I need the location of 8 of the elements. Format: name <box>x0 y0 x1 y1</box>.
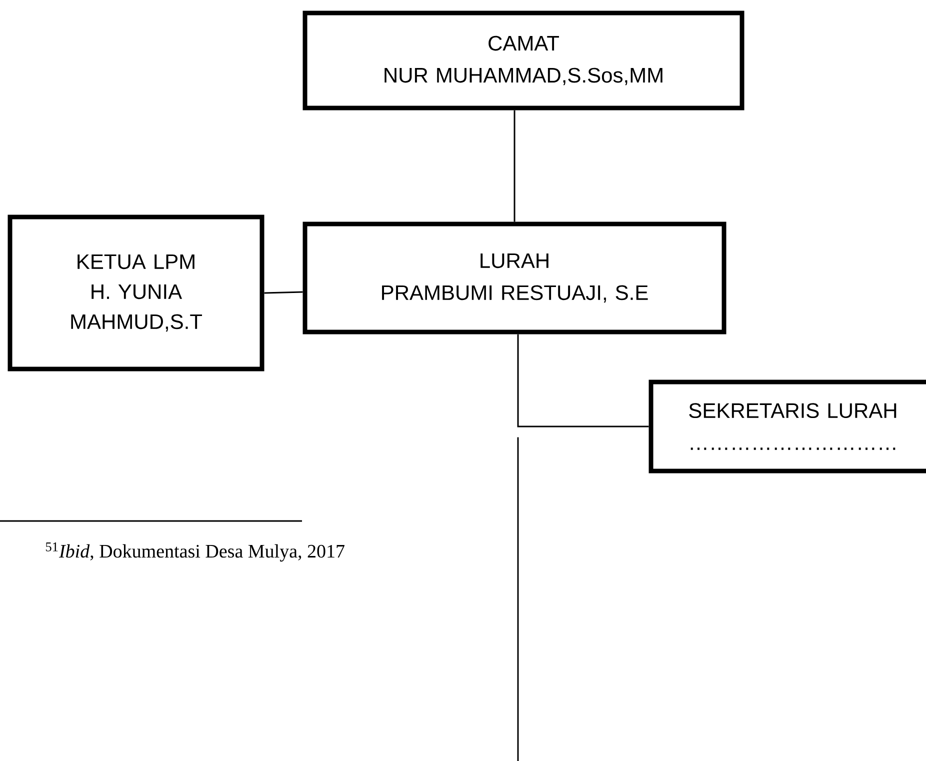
connector-line <box>514 110 516 222</box>
org-box: CAMAT NUR MUHAMMAD,S.Sos,MM <box>302 10 744 110</box>
org-box: KETUA LPM H. YUNIA MAHMUD,S.T <box>8 214 264 372</box>
org-box: SEKRETARIS LURAH ………………………… <box>648 380 926 474</box>
org-box: LURAH PRAMBUMI RESTUAJI, S.E <box>302 222 726 334</box>
connector-line <box>517 334 649 428</box>
footnote: $^{51}$Ibid, Dokumentasi Desa Mulya, 2017 <box>46 542 344 562</box>
connector-line <box>264 291 303 294</box>
